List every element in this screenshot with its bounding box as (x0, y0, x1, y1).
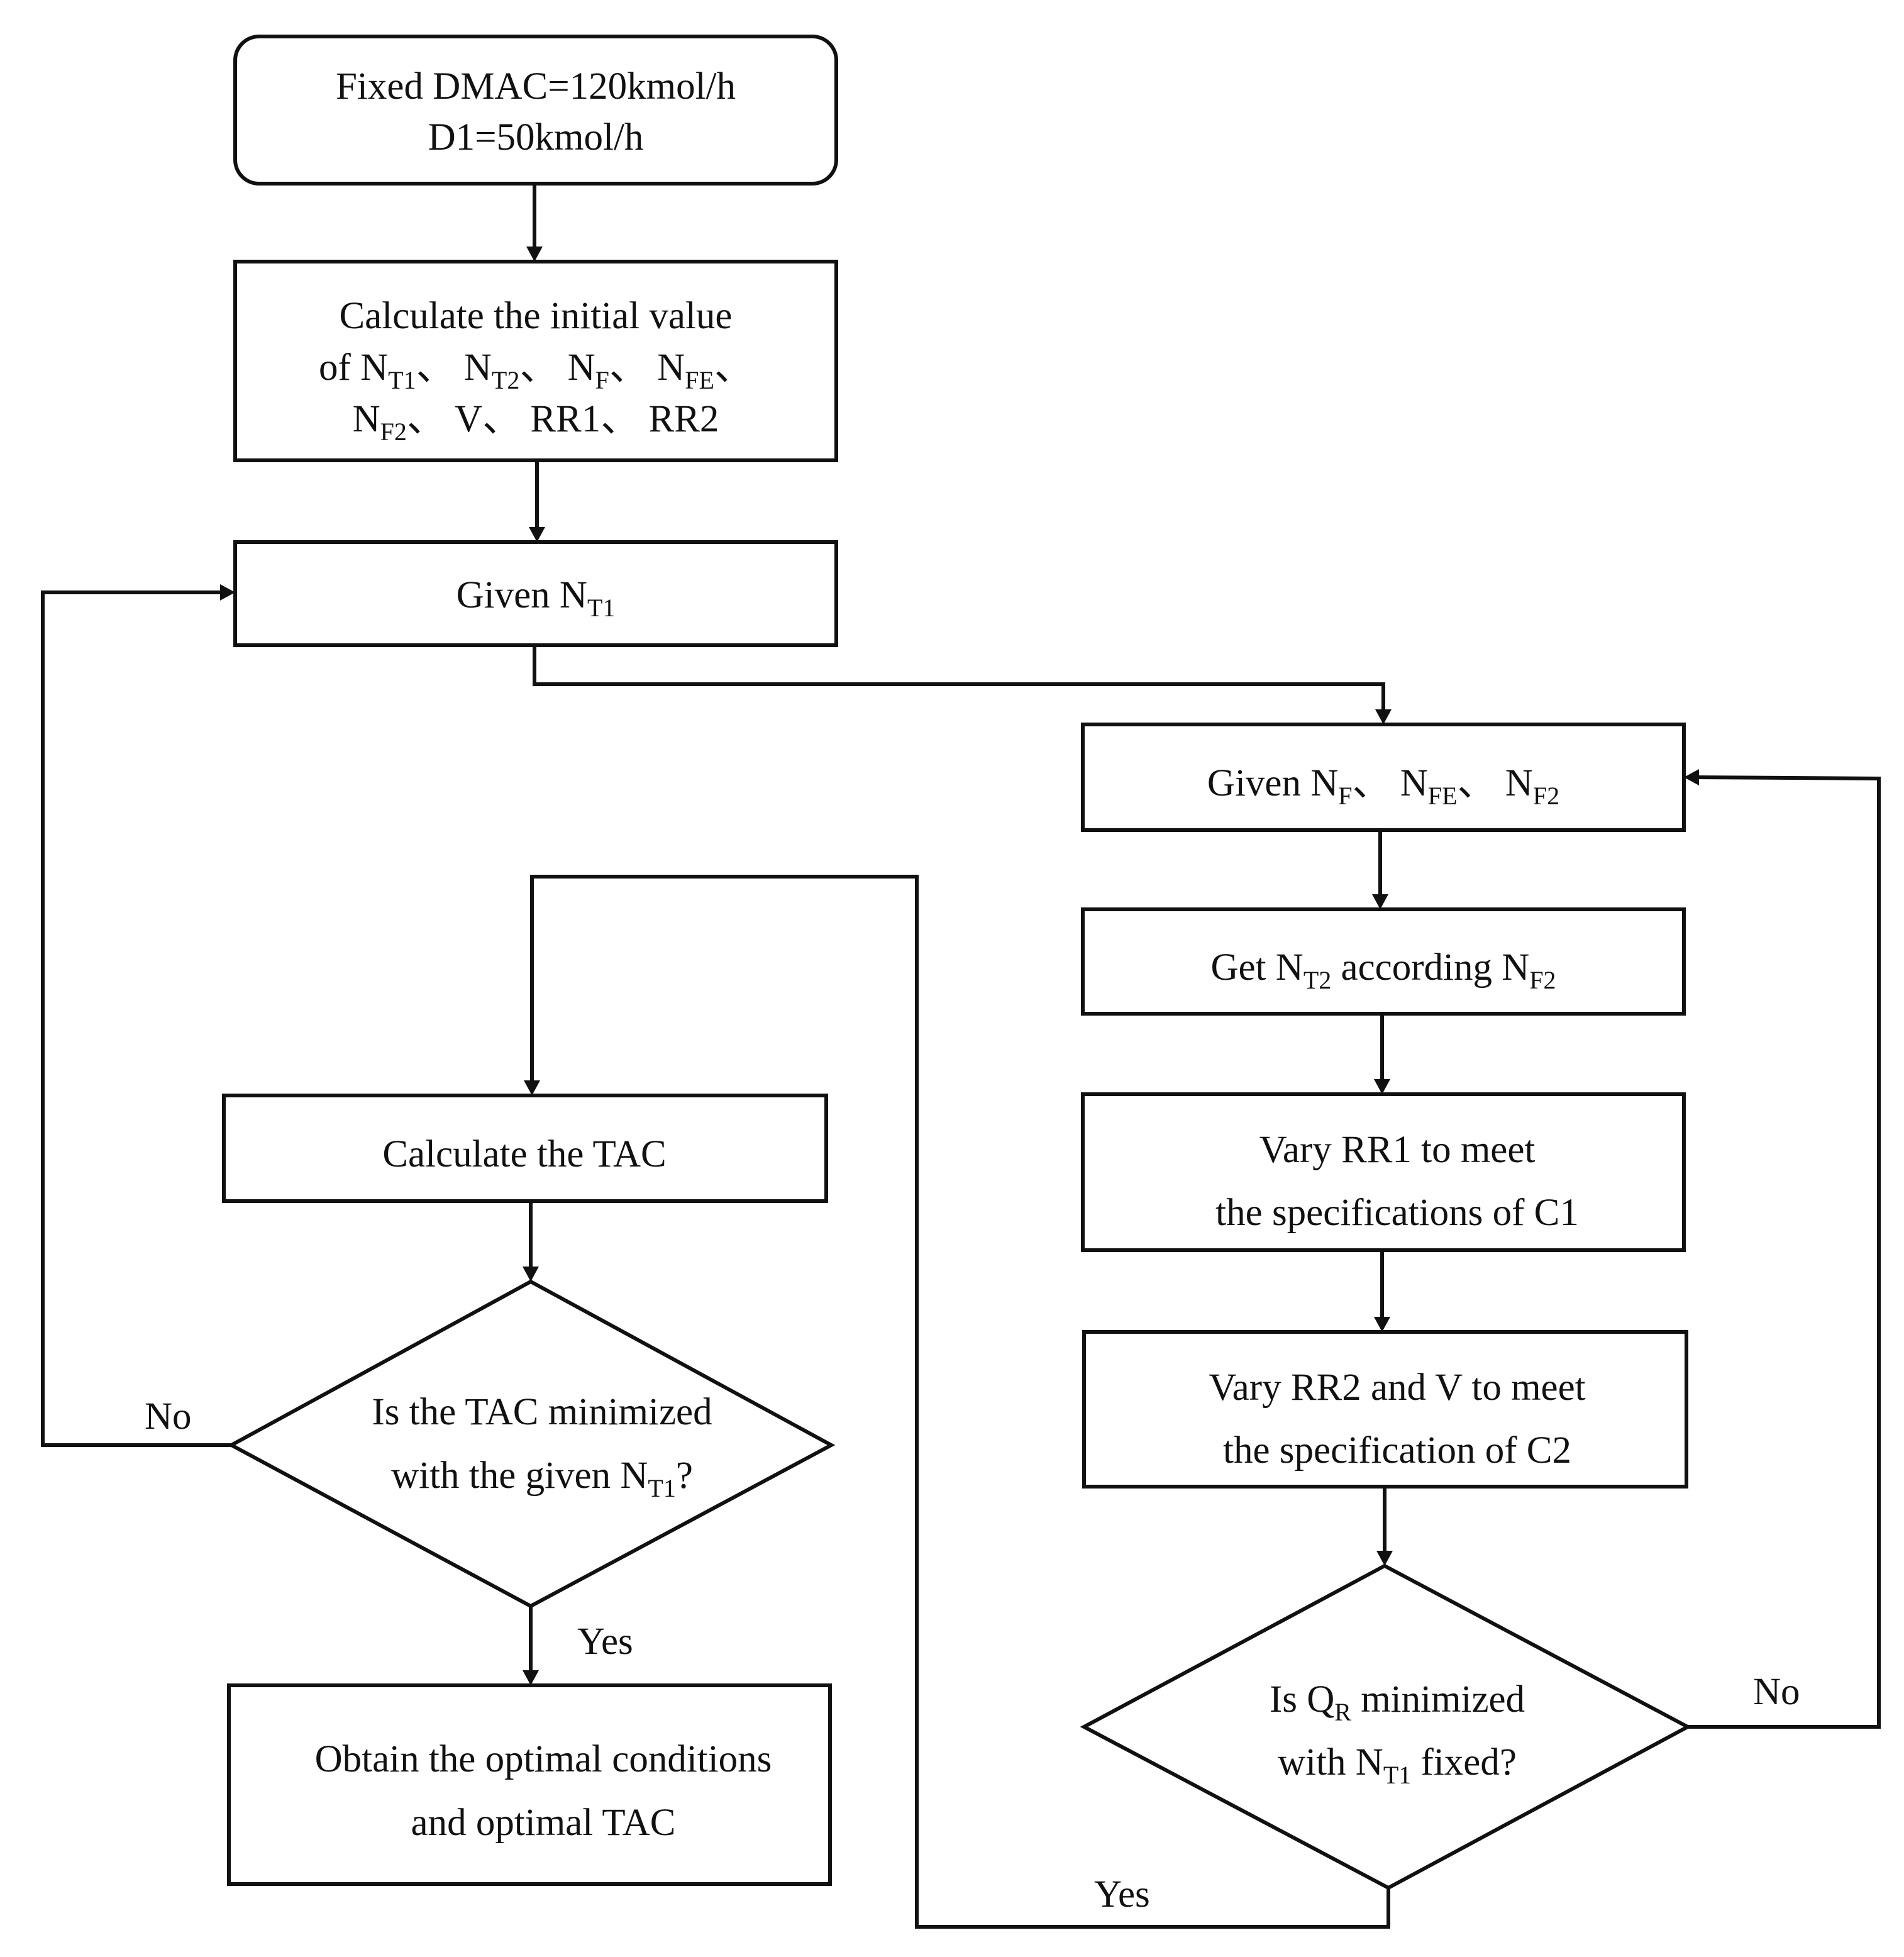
arrowhead (523, 1670, 539, 1685)
final-node: Obtain the optimal conditions and optima… (227, 1683, 832, 1886)
decision-qr-node: Is QR minimized with NT1 fixed? (1080, 1563, 1692, 1890)
decision-tac-line-1: Is the TAC minimized (372, 1391, 712, 1433)
decision-tac-line-2: with the given NT1? (391, 1455, 693, 1502)
given-nf-node: Given NF、 NFE、 NF2 (1081, 723, 1686, 832)
vary-rr1-line-2: the specifications of C1 (1215, 1192, 1579, 1234)
given-nt1-node: Given NT1 (233, 540, 838, 647)
calc-tac-node: Calculate the TAC (222, 1094, 828, 1203)
get-nt2-label: Get NT2 according NF2 (1210, 946, 1556, 994)
label-yes-tac: Yes (577, 1621, 633, 1663)
get-nt2-node: Get NT2 according NF2 (1081, 907, 1686, 1016)
calc-initial-line-3: NF2、 V、 RR1、 RR2 (353, 398, 719, 446)
vary-rr1-node: Vary RR1 to meet the specifications of C… (1081, 1092, 1686, 1252)
calc-initial-line-2: of NT1、 NT2、 NF、 NFE、 (319, 346, 753, 394)
arrowhead (1375, 709, 1392, 724)
connectors (41, 184, 1881, 1929)
arrowhead (220, 584, 235, 601)
label-no-tac: No (145, 1395, 192, 1438)
start-line-2: D1=50kmol/h (428, 116, 644, 158)
calc-tac-label: Calculate the TAC (382, 1133, 666, 1175)
arrowhead (1372, 894, 1388, 909)
arrowhead (523, 1267, 539, 1282)
arrowhead (1374, 1317, 1390, 1332)
arrowhead (1376, 1551, 1393, 1566)
calc-initial-node: Calculate the initial value of NT1、 NT2、… (233, 260, 838, 462)
arrowhead (529, 527, 545, 542)
vary-rr1-line-1: Vary RR1 to meet (1259, 1129, 1536, 1171)
given-nt1-label: Given NT1 (457, 574, 616, 622)
arrow-decision-qr-yes-to-calc-tac (530, 875, 1390, 1929)
arrow-decision-tac-no-loop (41, 590, 231, 1447)
arrow-given-nt1-to-given-nf (533, 645, 1385, 714)
vary-rr2-line-2: the specification of C2 (1223, 1429, 1571, 1472)
decision-tac-node: Is the TAC minimized with the given NT1? (227, 1279, 836, 1609)
start-node: Fixed DMAC=120kmol/h D1=50kmol/h (233, 35, 838, 186)
given-nf-label: Given NF、 NFE、 NF2 (1207, 762, 1559, 810)
decision-qr-line-1: Is QR minimized (1270, 1678, 1525, 1726)
arrowhead (1374, 1079, 1390, 1094)
label-no-qr: No (1753, 1671, 1800, 1713)
final-line-2: and optimal TAC (411, 1802, 676, 1844)
arrowhead (526, 247, 543, 262)
branch-labels: No Yes No Yes (145, 1395, 1800, 1915)
calc-initial-line-1: Calculate the initial value (339, 295, 732, 337)
arrowhead (1684, 769, 1699, 785)
decision-qr-line-2: with NT1 fixed? (1278, 1741, 1517, 1789)
vary-rr2-node: Vary RR2 and V to meet the specification… (1082, 1330, 1688, 1489)
final-line-1: Obtain the optimal conditions (315, 1738, 772, 1780)
vary-rr2-line-1: Vary RR2 and V to meet (1209, 1367, 1585, 1409)
arrow-decision-qr-no-loop (1688, 775, 1881, 1729)
label-yes-qr: Yes (1094, 1873, 1150, 1915)
start-line-1: Fixed DMAC=120kmol/h (336, 65, 736, 108)
arrowhead (524, 1080, 540, 1095)
